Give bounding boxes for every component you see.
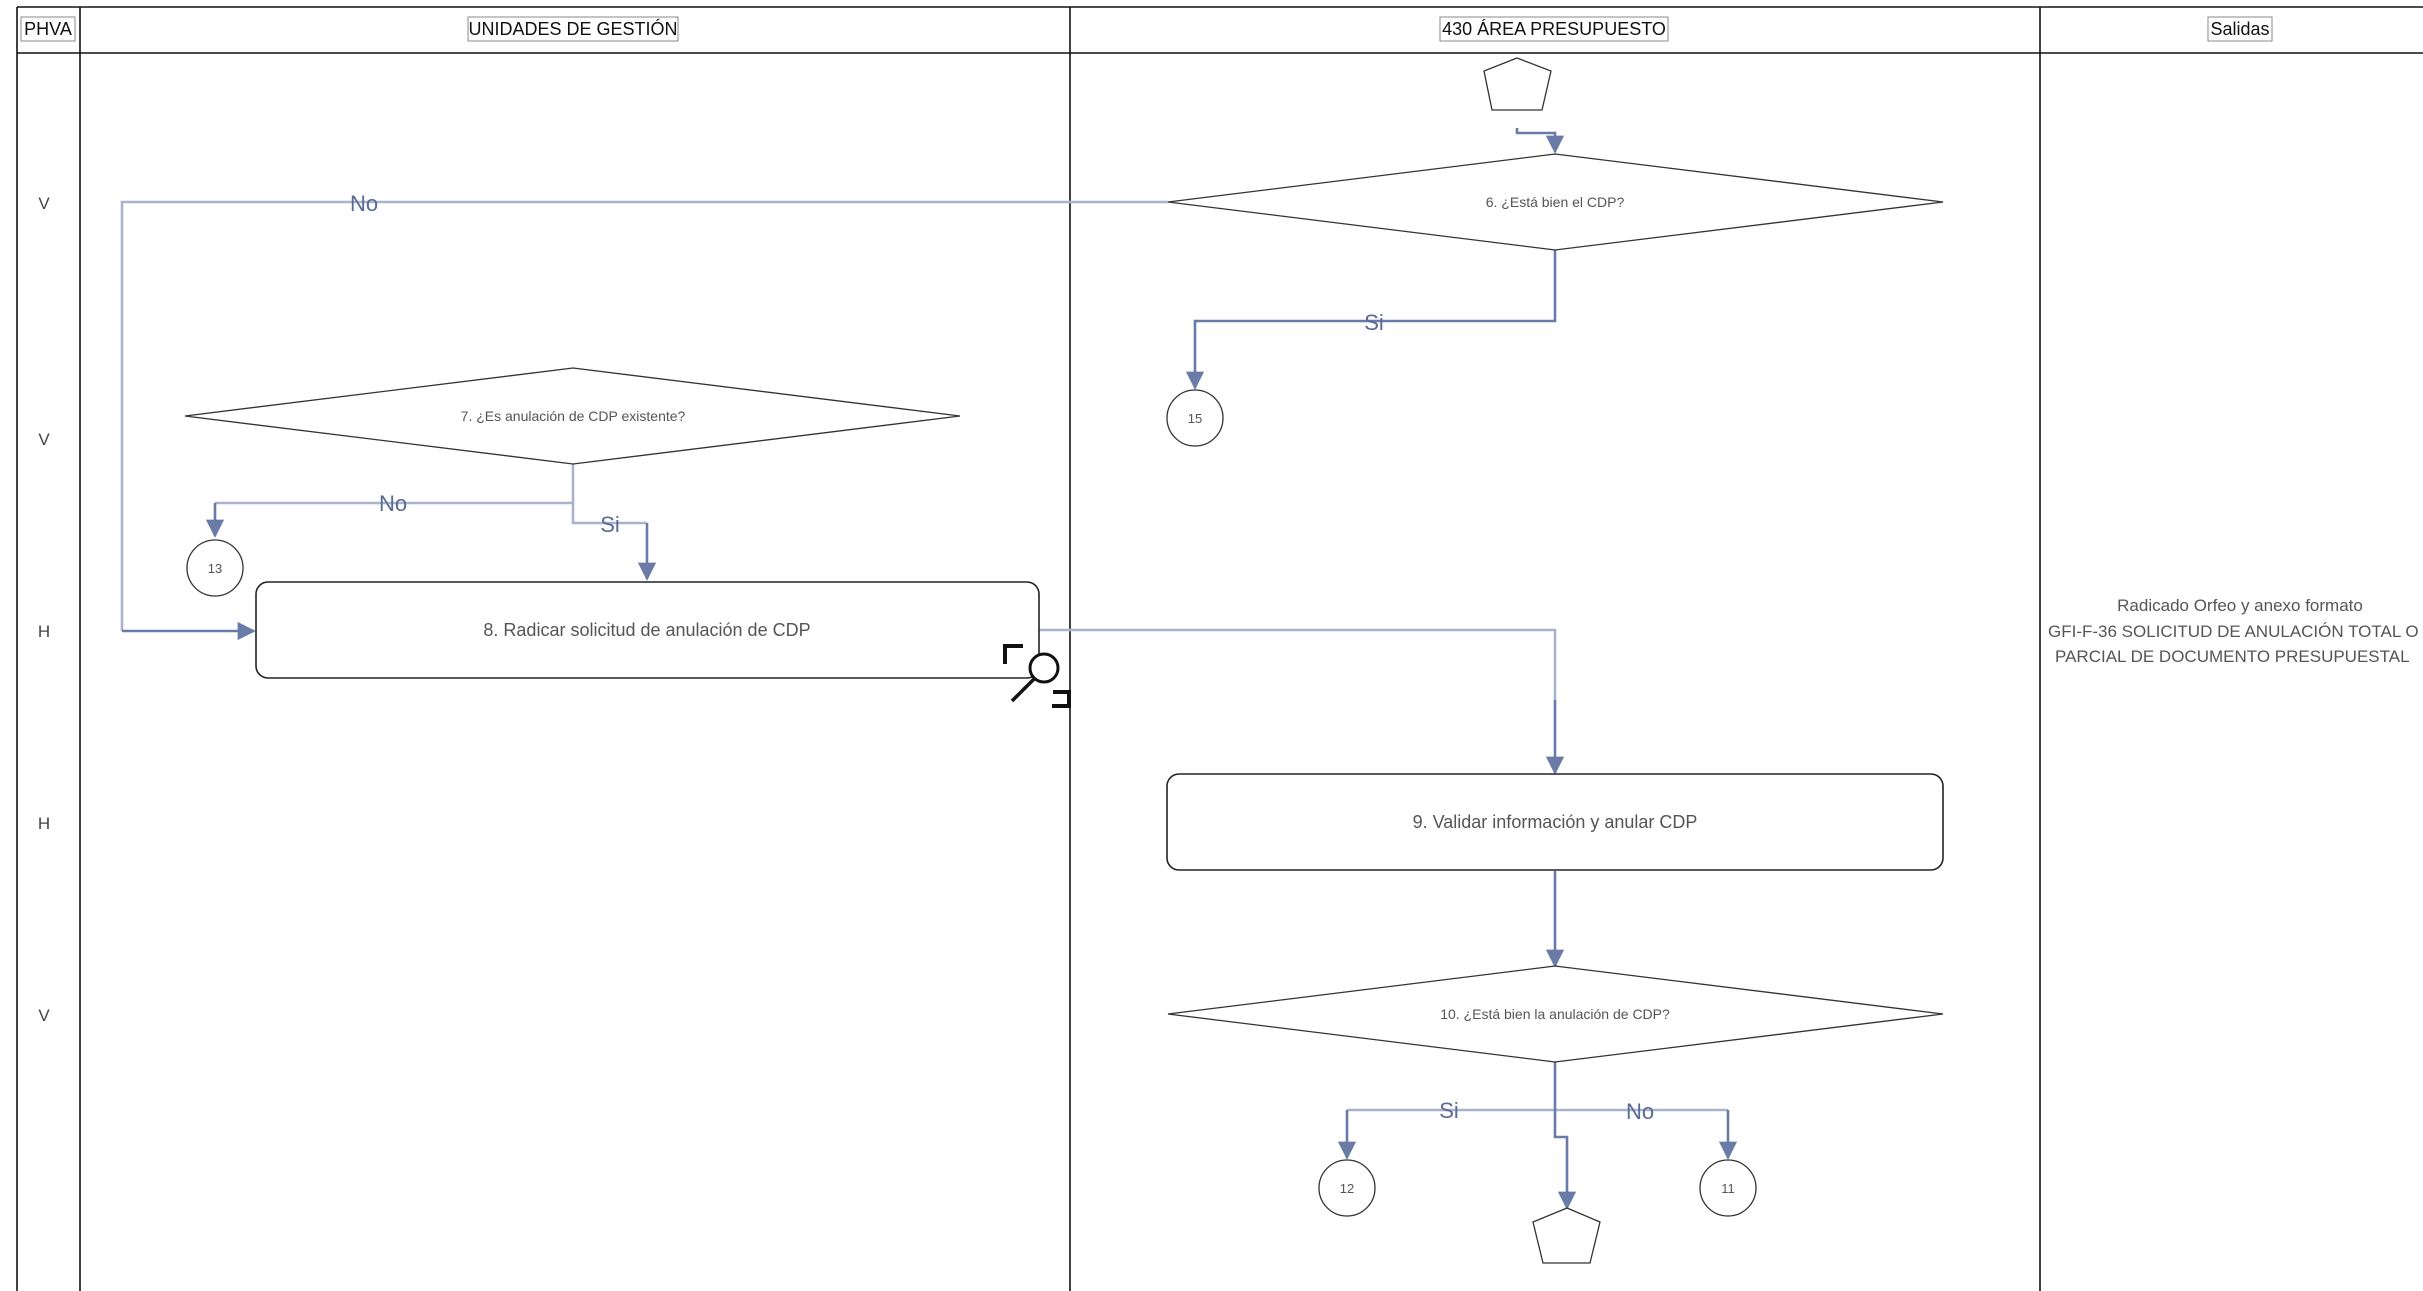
svg-text:13: 13 <box>208 561 222 576</box>
decision-10[interactable]: 10. ¿Está bien la anulación de CDP? <box>1167 965 1944 1063</box>
decision-7[interactable]: 7. ¿Es anulación de CDP existente? <box>184 367 961 465</box>
connector-circle-13[interactable]: 13 <box>186 539 244 597</box>
svg-text:PARCIAL DE DOCUMENTO PRESUPUES: PARCIAL DE DOCUMENTO PRESUPUESTAL <box>2055 647 2410 666</box>
svg-text:GFI-F-36 SOLICITUD DE ANULACIÓ: GFI-F-36 SOLICITUD DE ANULACIÓN TOTAL O <box>2048 622 2419 641</box>
svg-text:10. ¿Está bien la anulación de: 10. ¿Está bien la anulación de CDP? <box>1440 1006 1670 1022</box>
svg-text:11: 11 <box>1721 1181 1735 1196</box>
arrow-d10-to-offpage <box>1553 1062 1577 1210</box>
phva-label-row-5: V <box>38 1006 50 1025</box>
flow-label-d6-no: No <box>350 191 378 216</box>
process-9[interactable]: 9. Validar información y anular CDP <box>1166 773 1944 871</box>
flow-label-d7-no: No <box>379 491 407 516</box>
arrow-d6-si <box>1185 250 1557 390</box>
phva-label-row-3: H <box>38 622 50 641</box>
connector-circle-15[interactable]: 15 <box>1166 389 1224 447</box>
svg-text:8. Radicar solicitud de anulac: 8. Radicar solicitud de anulación de CDP <box>483 620 810 640</box>
svg-text:9. Validar información y anula: 9. Validar información y anular CDP <box>1413 812 1698 832</box>
svg-text:Salidas: Salidas <box>2210 19 2269 39</box>
header-phva: PHVA <box>20 16 76 42</box>
arrow-d6-no <box>120 200 1168 631</box>
flow-label-d6-si: Si <box>1364 310 1384 335</box>
arrow-offpage-to-d6 <box>1515 128 1565 154</box>
header-unidades-de-gestion: UNIDADES DE GESTIÓN <box>467 16 679 42</box>
swimlane-grid <box>16 6 2423 1291</box>
offpage-connector-bottom[interactable] <box>1532 1207 1601 1264</box>
svg-text:UNIDADES DE GESTIÓN: UNIDADES DE GESTIÓN <box>468 18 677 39</box>
phva-label-row-2: V <box>38 430 50 449</box>
svg-text:12: 12 <box>1340 1181 1354 1196</box>
output-text: Radicado Orfeo y anexo formato GFI-F-36 … <box>2048 596 2419 666</box>
svg-text:430 ÁREA PRESUPUESTO: 430 ÁREA PRESUPUESTO <box>1442 19 1666 39</box>
svg-text:6. ¿Está bien el CDP?: 6. ¿Está bien el CDP? <box>1486 194 1625 210</box>
flow-label-d10-no: No <box>1626 1099 1654 1124</box>
flow-label-d7-si: Si <box>600 512 620 537</box>
arrow-p8-to-p9 <box>1039 628 1557 700</box>
svg-text:15: 15 <box>1188 411 1202 426</box>
connectors <box>120 128 1738 1210</box>
phva-label-row-4: H <box>38 814 50 833</box>
process-8[interactable]: 8. Radicar solicitud de anulación de CDP <box>255 581 1040 679</box>
flow-label-d10-si: Si <box>1439 1098 1459 1123</box>
arrow-d7-si <box>571 503 647 525</box>
svg-text:Radicado Orfeo y anexo formato: Radicado Orfeo y anexo formato <box>2117 596 2363 615</box>
svg-text:7. ¿Es anulación de CDP existe: 7. ¿Es anulación de CDP existente? <box>461 408 686 424</box>
decision-6[interactable]: 6. ¿Está bien el CDP? <box>1167 153 1944 251</box>
header-area-presupuesto: 430 ÁREA PRESUPUESTO <box>1439 16 1669 42</box>
search-icon[interactable] <box>1003 644 1071 708</box>
svg-text:PHVA: PHVA <box>24 19 72 39</box>
header-salidas: Salidas <box>2207 16 2273 42</box>
connector-circle-11[interactable]: 11 <box>1699 1159 1757 1217</box>
offpage-connector-top[interactable] <box>1483 57 1552 111</box>
connector-circle-12[interactable]: 12 <box>1318 1159 1376 1217</box>
phva-label-row-1: V <box>38 194 50 213</box>
